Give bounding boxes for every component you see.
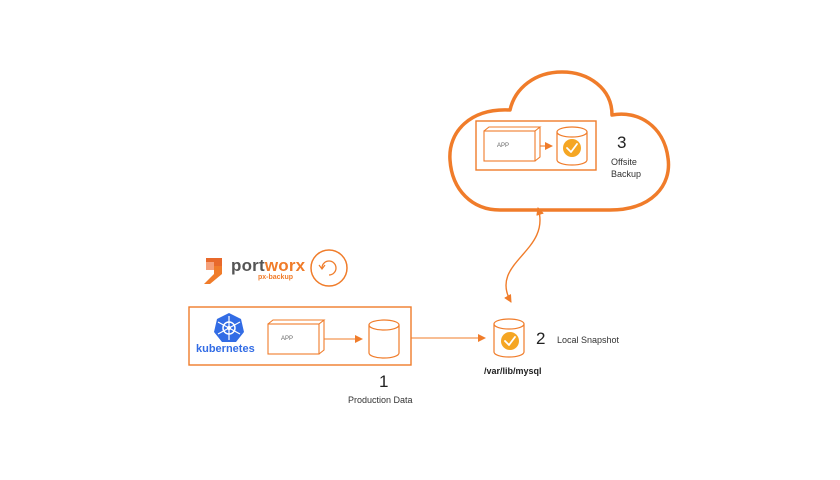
- brand-name-part1: port: [231, 256, 265, 275]
- production-step-number: 1: [379, 372, 389, 391]
- brand-name-part2: worx: [264, 256, 306, 275]
- production-app-label: APP: [281, 336, 294, 342]
- production-cluster-box: [188, 306, 412, 366]
- kubernetes-helm-icon: [214, 313, 244, 342]
- offsite-app-label: APP: [497, 143, 510, 149]
- portworx-wordmark: portworx: [231, 256, 305, 276]
- offsite-backup-box: [475, 120, 597, 171]
- brand-subtitle: px-backup: [258, 274, 294, 281]
- offsite-step-number: 3: [617, 133, 627, 152]
- mount-path-label: /var/lib/mysql: [484, 366, 542, 376]
- database-icon: [368, 319, 400, 359]
- database-check-icon: [556, 126, 588, 166]
- offsite-step-label-line2: Backup: [611, 169, 642, 179]
- app-container-icon: [483, 126, 542, 162]
- local-step-label: Local Snapshot: [557, 335, 620, 345]
- production-step-label: Production Data: [348, 395, 413, 405]
- replication-arrow: [504, 207, 544, 303]
- database-check-icon: [493, 318, 525, 358]
- app-container-icon: [267, 319, 326, 355]
- local-step-number: 2: [536, 329, 546, 348]
- backup-cycle-icon: [310, 249, 348, 287]
- offsite-step-label-line1: Offsite: [611, 157, 637, 167]
- kubernetes-label: kubernetes: [196, 343, 255, 355]
- portworx-logo-icon: [204, 258, 222, 284]
- cloud-icon: [448, 70, 671, 212]
